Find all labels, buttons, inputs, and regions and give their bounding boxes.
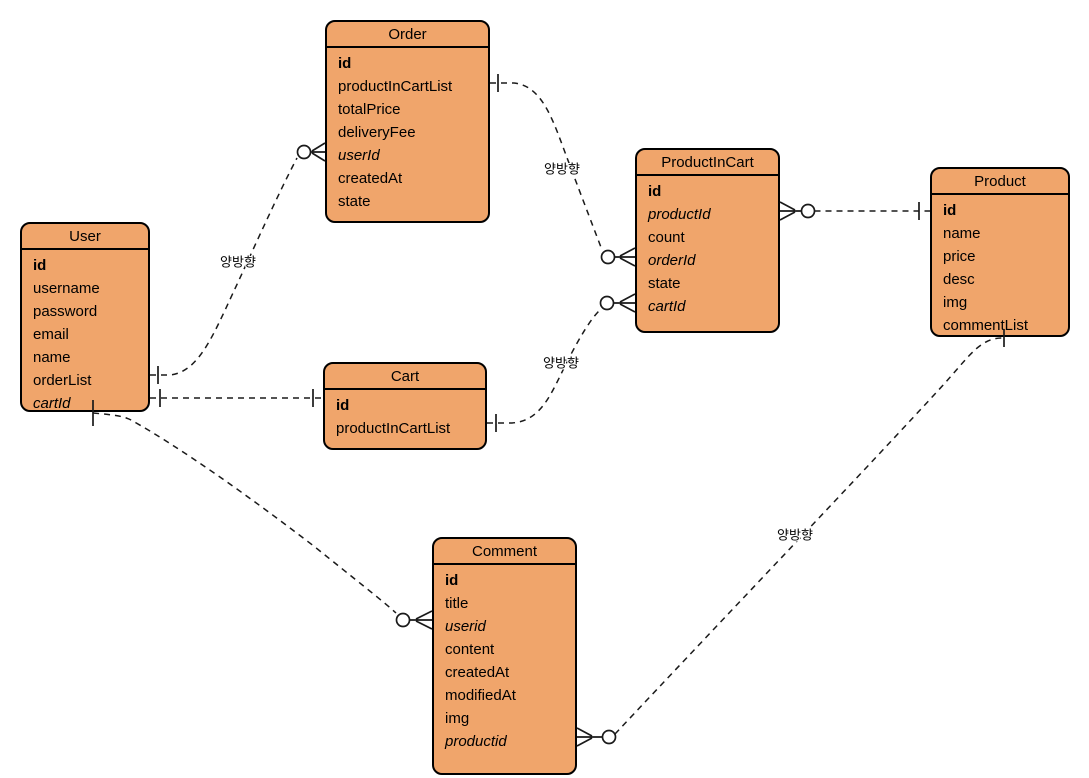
field-row: orderId: [648, 252, 696, 269]
field-row: desc: [943, 271, 975, 288]
field-row: img: [943, 294, 968, 311]
field-row: password: [33, 303, 98, 320]
entity-field-list: id productInCartList: [325, 390, 485, 442]
entity-product[interactable]: Product id name price desc img commentList: [930, 167, 1070, 337]
cardinality-many-marker: [613, 293, 636, 313]
field-row: name: [943, 225, 981, 242]
field-row: productId: [648, 206, 711, 223]
relationship-label[interactable]: 양방향: [777, 527, 813, 543]
field-row: deliveryFee: [338, 124, 416, 141]
field-row: id: [445, 572, 459, 589]
entity-productincart[interactable]: ProductInCart id productId count orderId sta…: [635, 148, 780, 333]
cardinality-zero-marker: [601, 729, 617, 745]
field-row: totalPrice: [338, 101, 401, 118]
field-row: userId: [338, 147, 380, 164]
field-row: id: [336, 397, 350, 414]
field-row: commentList: [943, 317, 1029, 334]
cardinality-many-marker: [310, 142, 326, 162]
field-row: id: [33, 257, 47, 274]
field-row: email: [33, 326, 69, 343]
field-row: id: [338, 55, 352, 72]
cardinality-zero-marker: [296, 144, 312, 160]
entity-title: Product: [932, 169, 1068, 195]
field-row: cartId: [33, 395, 71, 412]
relationship-label[interactable]: 양방향: [220, 254, 256, 270]
cardinality-many-marker: [614, 247, 636, 267]
field-row: userid: [445, 618, 486, 635]
entity-field-list: id productInCartList totalPrice deliveryFee…: [327, 48, 488, 215]
cardinality-zero-marker: [800, 203, 816, 219]
field-row: title: [445, 595, 469, 612]
relationship-label[interactable]: 양방향: [543, 355, 579, 371]
entity-user[interactable]: User id username password email name orderLis…: [20, 222, 150, 412]
entity-field-list: id username password email name orderList cart…: [22, 250, 148, 417]
field-row: createdAt: [338, 170, 403, 187]
relationship-user-cart[interactable]: [150, 389, 323, 407]
field-row: id: [648, 183, 662, 200]
entity-field-list: id title userid content createdAt modifiedAt i…: [434, 565, 575, 755]
entity-title: Cart: [325, 364, 485, 390]
entity-comment[interactable]: Comment id title userid content createdAt mod…: [432, 537, 577, 775]
relationship-label[interactable]: 양방향: [544, 161, 580, 177]
cardinality-many-marker: [576, 727, 603, 747]
entity-title: Comment: [434, 539, 575, 565]
field-row: productInCartList: [336, 420, 451, 437]
field-row: img: [445, 710, 470, 727]
cardinality-zero-marker: [600, 249, 616, 265]
entity-cart[interactable]: Cart id productInCartList: [323, 362, 487, 450]
field-row: createdAt: [445, 664, 510, 681]
field-row: cartId: [648, 298, 686, 315]
entity-title: Order: [327, 22, 488, 48]
field-row: modifiedAt: [445, 687, 516, 704]
field-row: count: [648, 229, 685, 246]
entity-field-list: id productId count orderId state cartId: [637, 176, 778, 320]
field-row: orderList: [33, 372, 92, 389]
field-row: id: [943, 202, 957, 219]
field-row: productid: [445, 733, 507, 750]
field-row: content: [445, 641, 495, 658]
cardinality-many-marker: [779, 201, 802, 221]
cardinality-many-marker: [409, 610, 433, 630]
field-row: state: [648, 275, 681, 292]
entity-field-list: id name price desc img commentList: [932, 195, 1068, 339]
field-row: name: [33, 349, 71, 366]
cardinality-zero-marker: [599, 295, 615, 311]
field-row: price: [943, 248, 976, 265]
relationship-productincart-product[interactable]: [779, 201, 930, 221]
field-row: username: [33, 280, 100, 297]
field-row: productInCartList: [338, 78, 453, 95]
entity-title: ProductInCart: [637, 150, 778, 176]
field-row: state: [338, 193, 371, 210]
entity-title: User: [22, 224, 148, 250]
entity-order[interactable]: Order id productInCartList totalPrice deliv…: [325, 20, 490, 223]
cardinality-zero-marker: [395, 612, 411, 628]
